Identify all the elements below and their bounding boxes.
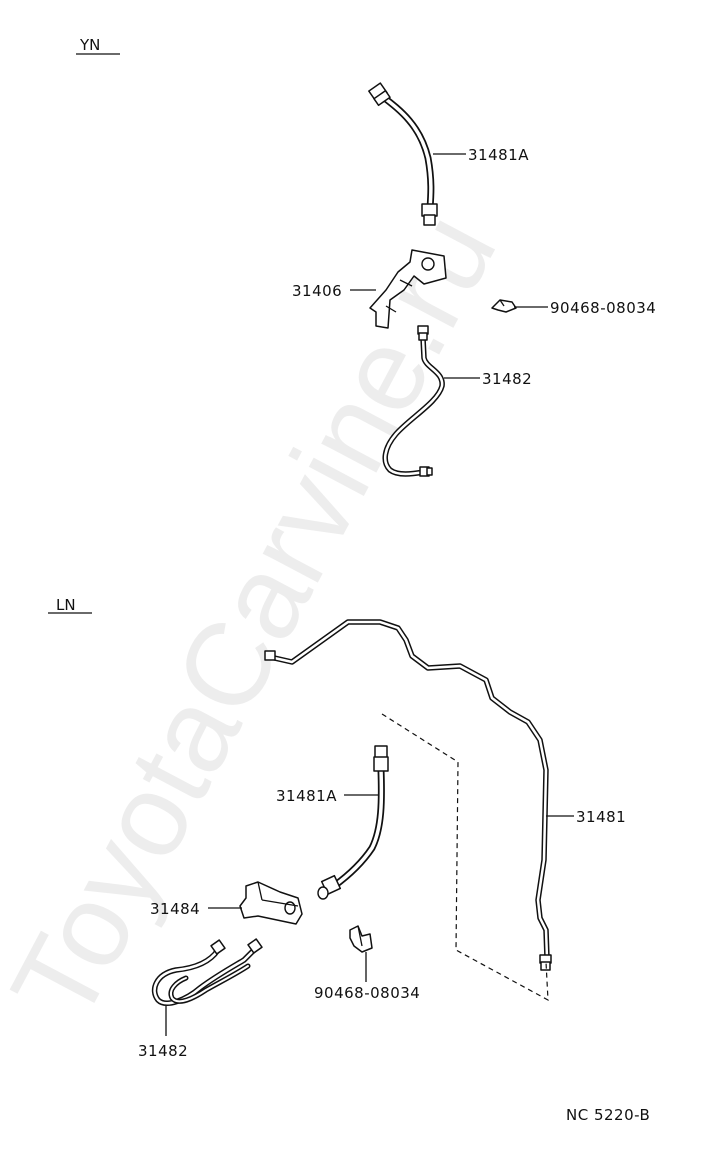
ln-bracket xyxy=(239,881,303,925)
callout-ln-clip: 90468-08034 xyxy=(314,984,420,1002)
yn-brake-tube xyxy=(382,325,445,477)
callout-ln-bracket: 31484 xyxy=(150,900,200,918)
yn-flexible-hose xyxy=(368,82,438,226)
ln-dashed-reference-line xyxy=(381,713,549,1002)
callout-yn-hose: 31481A xyxy=(468,146,529,164)
ln-brake-tube xyxy=(151,938,263,1006)
section-label-ln: LN xyxy=(56,596,76,614)
callout-ln-hose: 31481A xyxy=(276,787,337,805)
yn-clip xyxy=(491,299,517,313)
diagram-code: NC 5220-B xyxy=(566,1106,650,1124)
section-label-yn: YN xyxy=(79,36,100,54)
callout-yn-tube: 31482 xyxy=(482,370,532,388)
callout-ln-tube: 31482 xyxy=(138,1042,188,1060)
callout-yn-bracket: 31406 xyxy=(292,282,342,300)
callout-ln-long-tube: 31481 xyxy=(576,808,626,826)
yn-bracket xyxy=(369,249,447,329)
ln-clip xyxy=(349,925,373,953)
callout-yn-clip: 90468-08034 xyxy=(550,299,656,317)
ln-long-brake-tube xyxy=(264,619,552,971)
ln-flexible-hose xyxy=(317,745,389,900)
